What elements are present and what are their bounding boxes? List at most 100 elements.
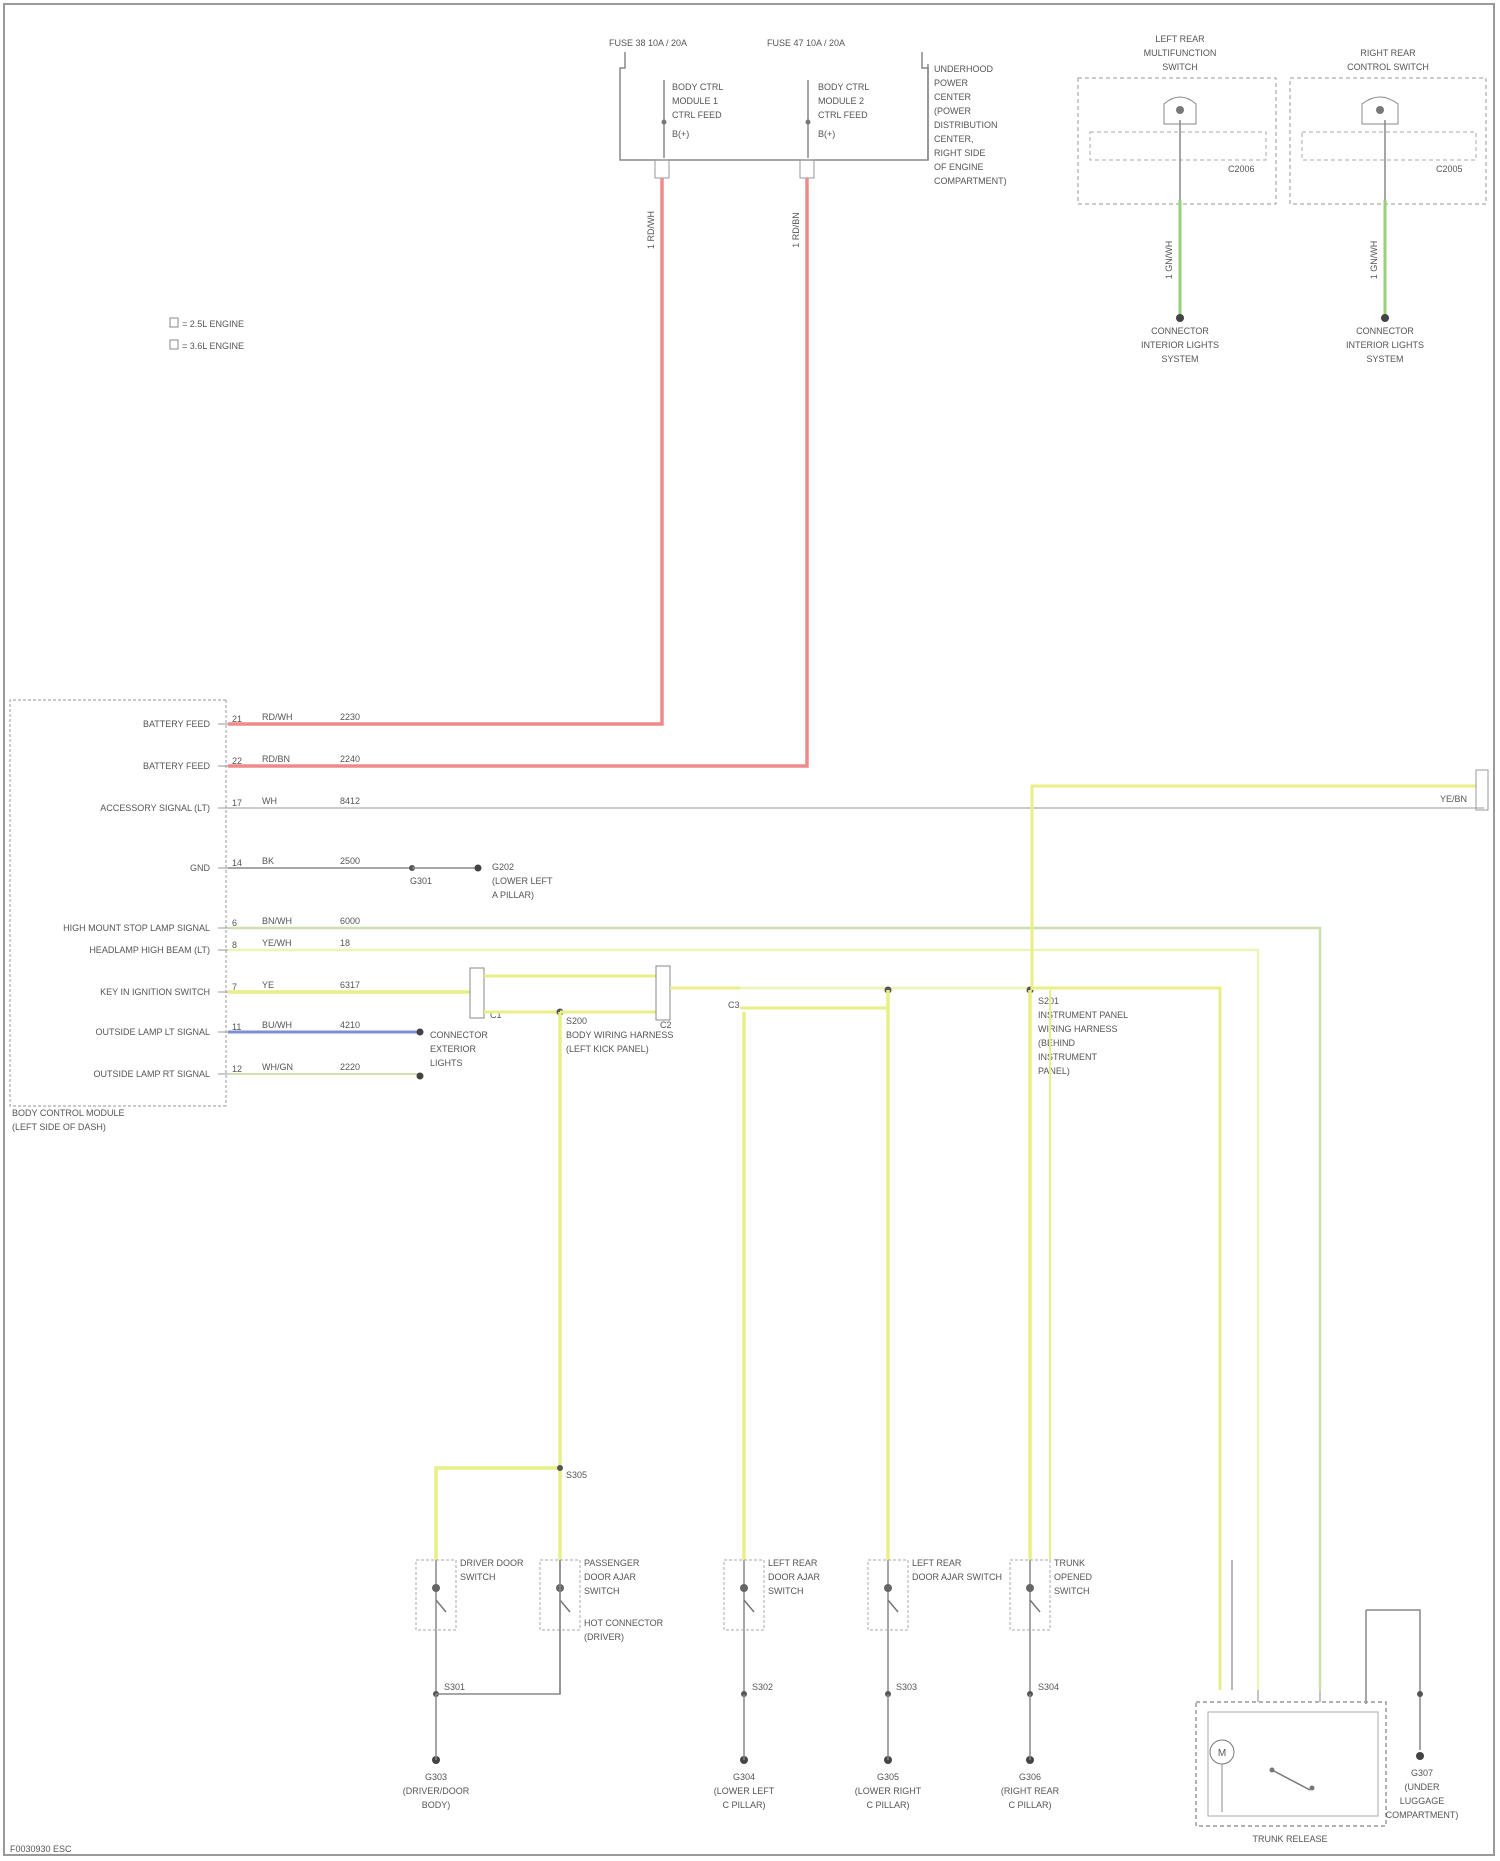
wh-terminal: [417, 1073, 424, 1080]
ground-label: C PILLAR): [866, 1800, 909, 1810]
inline-c2-label: C2: [660, 1020, 672, 1030]
ground-label: G303: [425, 1772, 447, 1782]
switch-a-ref-3: SYSTEM: [1161, 354, 1198, 364]
switch-b-title-1: RIGHT REAR: [1360, 48, 1416, 58]
red-wire-a: [228, 178, 662, 724]
bcm-pin-label: ACCESSORY SIGNAL (LT): [100, 803, 210, 813]
switch-a-inner: [1090, 132, 1266, 160]
door-switch-icon: [740, 1584, 748, 1592]
bcm-pin-number: 17: [232, 798, 242, 808]
blue-terminal: [417, 1029, 424, 1036]
bcm-pin-label: GND: [190, 863, 211, 873]
door-switch-icon: [432, 1584, 440, 1592]
bcm-pin-label: KEY IN IGNITION SWITCH: [100, 987, 210, 997]
bcm-pin-number: 22: [232, 756, 242, 766]
right-connector: [1476, 770, 1488, 810]
door-switch-icon: [1026, 1584, 1034, 1592]
s201-label-6: PANEL): [1038, 1066, 1070, 1076]
switch-name: DRIVER DOOR: [460, 1558, 524, 1568]
trunk-switch-icon: [1272, 1770, 1310, 1790]
top-right-switches: LEFT REAR MULTIFUNCTION SWITCH RIGHT REA…: [1078, 34, 1486, 364]
fuse-a-text-3: CTRL FEED: [672, 110, 722, 120]
branch-s200: [436, 1012, 560, 1560]
fuse-block-label-4: (POWER: [934, 106, 971, 116]
fuse-a-text-2: MODULE 1: [672, 96, 718, 106]
splice-label: S301: [444, 1682, 465, 1692]
switch-name: SWITCH: [1054, 1586, 1090, 1596]
fuse-block-label-9: COMPARTMENT): [934, 176, 1007, 186]
switch-contact-icon: [560, 1600, 570, 1612]
splice-label: S305: [566, 1470, 587, 1480]
bcm-pin-color: BU/WH: [262, 1020, 292, 1030]
switch-contact-icon: [436, 1600, 446, 1612]
ground-label: (LOWER RIGHT: [855, 1786, 922, 1796]
switch-b-terminal: [1381, 314, 1389, 322]
fuse-block-label-3: CENTER: [934, 92, 972, 102]
driver-pass-join: [436, 1560, 560, 1694]
door-switch-icon: [884, 1584, 892, 1592]
bcm-pin-label: HEADLAMP HIGH BEAM (LT): [89, 945, 210, 955]
ground-label: (LOWER LEFT: [714, 1786, 775, 1796]
bcm-pin-color: RD/WH: [262, 712, 293, 722]
fuse-block-outline: [620, 52, 928, 160]
bcm-pin-color: RD/BN: [262, 754, 290, 764]
switch-name: SWITCH: [584, 1586, 620, 1596]
fuse-block: FUSE 38 10A / 20A FUSE 47 10A / 20A BODY…: [609, 38, 1007, 186]
switch-a-title-1: LEFT REAR: [1155, 34, 1205, 44]
fuse-block-label-8: OF ENGINE: [934, 162, 984, 172]
red-wire-b-label: 1 RD/BN: [791, 212, 801, 248]
splice-label: S302: [752, 1682, 773, 1692]
trunk-ground-2: (UNDER: [1405, 1782, 1440, 1792]
fuse-block-label-6: CENTER,: [934, 134, 974, 144]
door-switch-branches: [436, 990, 1050, 1560]
switch-a-ref-1: CONNECTOR: [1151, 326, 1209, 336]
switch-b-connector: C2005: [1436, 164, 1463, 174]
switch-contact-icon: [744, 1600, 754, 1612]
red-wire-a-label: 1 RD/WH: [646, 211, 656, 249]
bcm-pin-number: 12: [232, 1064, 242, 1074]
switch-a-title-2: MULTIFUNCTION: [1144, 48, 1217, 58]
bcm-pin-color: BK: [262, 856, 274, 866]
trunk-ground-1: G307: [1411, 1768, 1433, 1778]
switch-name: SWITCH: [460, 1572, 496, 1582]
fuse-block-label-5: DISTRIBUTION: [934, 120, 998, 130]
bcm-name-2: (LEFT SIDE OF DASH): [12, 1122, 106, 1132]
trunk-module: M TRUNK RELEASE G307 (UNDER LUGGAGE COMP…: [1196, 1560, 1458, 1844]
bcm-pin-circuit: 2500: [340, 856, 360, 866]
switch-name: LEFT REAR: [912, 1558, 962, 1568]
ground-label: (DRIVER): [584, 1632, 624, 1642]
ground-label: C PILLAR): [722, 1800, 765, 1810]
bcm-pin-number: 14: [232, 858, 242, 868]
ground-label: G306: [1019, 1772, 1041, 1782]
battery-feed-wires: 1 RD/WH 1 RD/BN: [228, 178, 807, 766]
bcm-pin-label: OUTSIDE LAMP RT SIGNAL: [93, 1069, 210, 1079]
fuse-b-title: FUSE 47 10A / 20A: [767, 38, 845, 48]
fuse-a-text-1: BODY CTRL: [672, 82, 723, 92]
bcm-pin-number: 8: [232, 940, 237, 950]
bcm-pin-circuit: 18: [340, 938, 350, 948]
bcm-name-1: BODY CONTROL MODULE: [12, 1108, 125, 1118]
bcm-pin-color: YE: [262, 980, 274, 990]
right-connector-label: YE/BN: [1440, 794, 1467, 804]
ground-label: BODY): [422, 1800, 451, 1810]
s201-label-4: (BEHIND: [1038, 1038, 1076, 1048]
bcm-pin-circuit: 2230: [340, 712, 360, 722]
bcm-pin-number: 6: [232, 918, 237, 928]
ground-label: (RIGHT REAR: [1001, 1786, 1060, 1796]
bcm-pin-circuit: 8412: [340, 796, 360, 806]
legend-2: = 3.6L ENGINE: [182, 341, 244, 351]
bcm-pin-number: 21: [232, 714, 242, 724]
bcm-pin-label: BATTERY FEED: [143, 719, 211, 729]
fuse-a-connector: [655, 160, 669, 178]
s201-label-2: INSTRUMENT PANEL: [1038, 1010, 1128, 1020]
ground-label: (DRIVER/DOOR: [403, 1786, 470, 1796]
figure-id: F0030930 ESC: [10, 1844, 72, 1854]
legend-box-2: [170, 340, 178, 349]
switch-name: DOOR AJAR SWITCH: [912, 1572, 1002, 1582]
ground-label: G305: [877, 1772, 899, 1782]
switch-name: PASSENGER: [584, 1558, 640, 1568]
fuse-block-label: UNDERHOOD POWER CENTER (POWER DISTRIBUTI…: [934, 64, 1007, 186]
s201-label-1: S201: [1038, 996, 1059, 1006]
right-yellow-wire: [1032, 786, 1476, 990]
switch-name: TRUNK: [1054, 1558, 1085, 1568]
